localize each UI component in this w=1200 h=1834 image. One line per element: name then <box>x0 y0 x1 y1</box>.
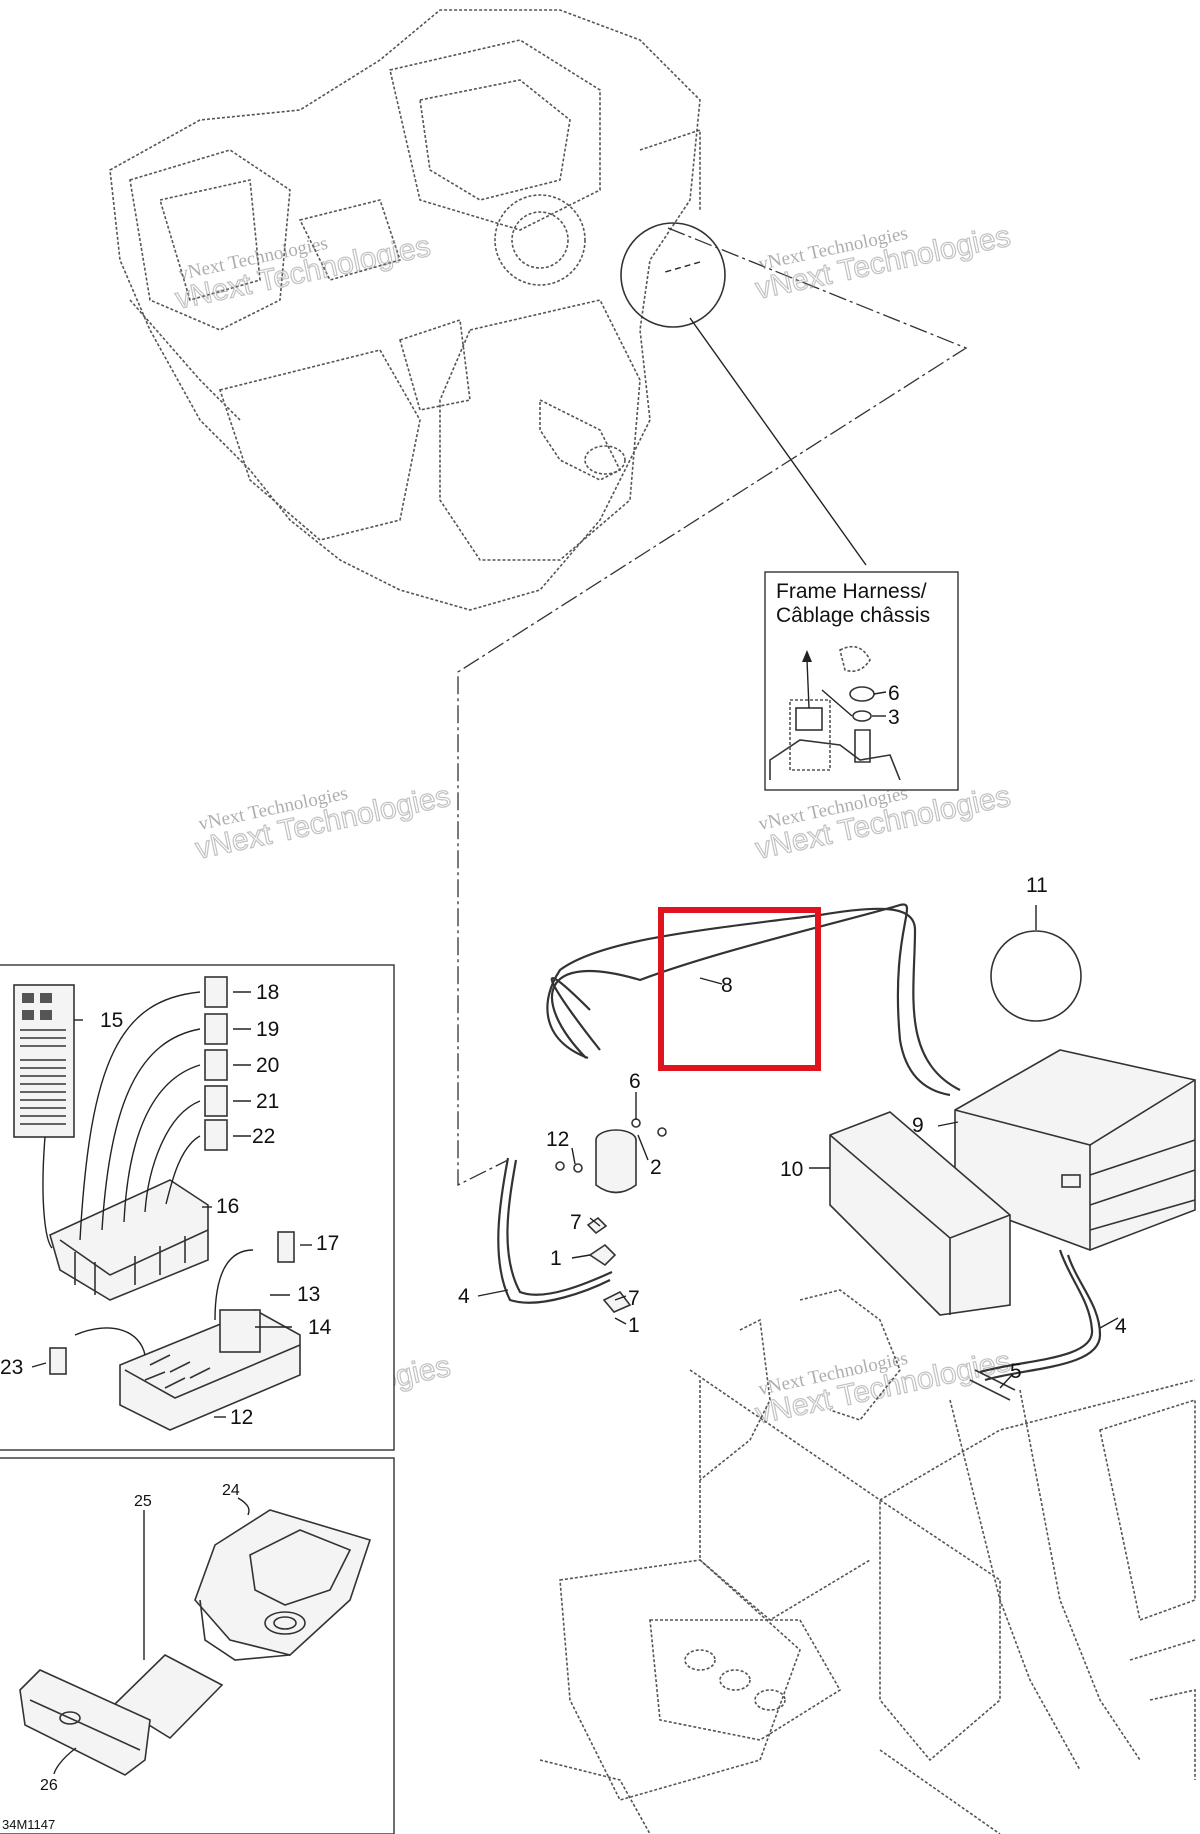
callout-22: 22 <box>252 1125 275 1148</box>
callout-1b: 1 <box>628 1314 640 1337</box>
fuse-stack <box>204 976 228 1151</box>
callout-23: 23 <box>0 1356 23 1379</box>
callout-20: 20 <box>256 1054 279 1077</box>
callout-6: 6 <box>629 1070 641 1093</box>
callout-5: 5 <box>1010 1360 1022 1383</box>
callout-9: 9 <box>912 1114 924 1137</box>
vehicle-frame <box>539 1289 1196 1834</box>
callout-25: 25 <box>134 1493 152 1510</box>
callout-19: 19 <box>256 1018 279 1041</box>
engine-assembly <box>109 9 701 611</box>
callout-4: 4 <box>458 1285 470 1308</box>
callout-24: 24 <box>222 1482 240 1499</box>
callout-17: 17 <box>316 1232 339 1255</box>
callout-4b: 4 <box>1115 1315 1127 1338</box>
fuse-23 <box>49 1347 67 1375</box>
callout-18: 18 <box>256 981 279 1004</box>
callouts: 8 11 6 12 2 7 1 7 1 4 4 5 9 10 15 18 19 … <box>0 874 1127 1794</box>
inset-title-line1: Frame Harness/ <box>776 580 927 603</box>
callout-15: 15 <box>100 1009 123 1032</box>
zoom-indicator <box>620 222 867 566</box>
callout-7: 7 <box>570 1211 582 1234</box>
module-tray-inset <box>0 1457 395 1834</box>
callout-14: 14 <box>308 1316 332 1339</box>
inset-title-line2: Câblage châssis <box>776 604 930 627</box>
callout-26: 26 <box>40 1777 58 1794</box>
callout-21: 21 <box>256 1090 279 1113</box>
callout-10: 10 <box>780 1158 803 1181</box>
highlight-box <box>658 907 821 1071</box>
reference-code: 34M1147 <box>2 1817 55 1832</box>
callout-16: 16 <box>216 1195 239 1218</box>
fuse-17 <box>277 1231 295 1263</box>
callout-8: 8 <box>721 974 733 997</box>
fuse-box-inset <box>0 964 395 1451</box>
battery-assembly <box>497 903 1196 1401</box>
callout-12: 12 <box>546 1128 569 1151</box>
inset-callout-3: 3 <box>888 706 900 729</box>
connection-frame <box>457 227 968 1187</box>
callout-13: 13 <box>297 1283 320 1306</box>
inset-callout-6: 6 <box>888 682 900 705</box>
callout-1: 1 <box>550 1247 562 1270</box>
inset-border <box>764 571 959 791</box>
frame-harness-inset: Frame Harness/ Câblage châssis 6 3 <box>764 571 959 791</box>
callout-12b: 12 <box>230 1406 253 1429</box>
callout-2: 2 <box>650 1156 662 1179</box>
leader-lines <box>31 905 1119 1418</box>
tray-inset-border <box>0 1457 395 1834</box>
callout-7b: 7 <box>628 1287 640 1310</box>
callout-11: 11 <box>1026 874 1048 897</box>
arrow-up-icon <box>802 650 812 662</box>
